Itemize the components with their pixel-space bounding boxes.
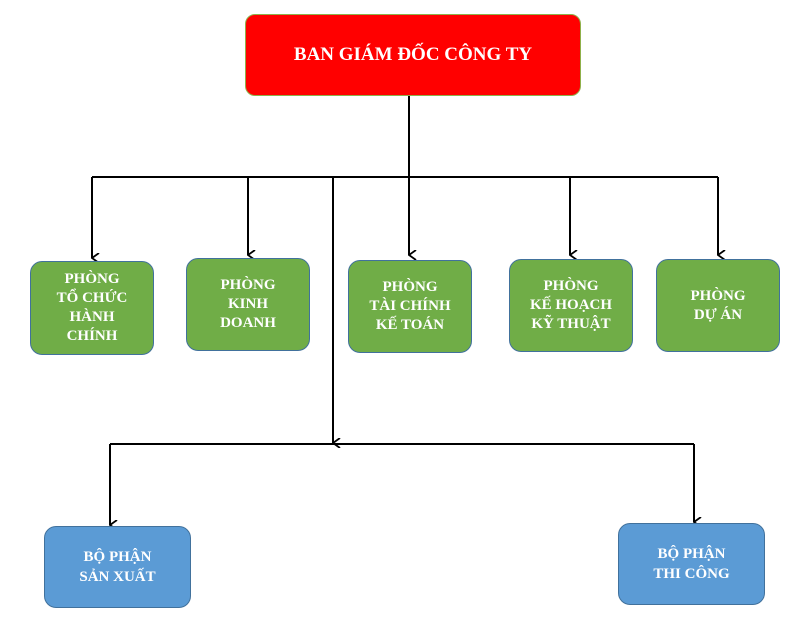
dept-ke-hoach-ky-thuat: PHÒNG KẾ HOẠCH KỸ THUẬT	[509, 259, 633, 352]
unit-san-xuat: BỘ PHẬN SẢN XUẤT	[44, 526, 191, 608]
dept-label-line: DỰ ÁN	[693, 306, 743, 323]
dept-label-line: KINH	[227, 296, 268, 312]
dept-du-an: PHÒNG DỰ ÁN	[656, 259, 780, 352]
dept-label-line: PHÒNG	[690, 287, 746, 304]
dept-tai-chinh-ke-toan: PHÒNG TÀI CHÍNH KẾ TOÁN	[348, 260, 472, 353]
unit-label-line: BỘ PHẬN	[83, 549, 152, 565]
unit-thi-cong: BỘ PHẬN THI CÔNG	[618, 523, 765, 605]
unit-label-line: BỘ PHẬN	[657, 546, 726, 562]
company-board-box: BAN GIÁM ĐỐC CÔNG TY	[245, 14, 581, 96]
dept-label-line: DOANH	[220, 315, 276, 331]
dept-label-line: PHÒNG	[64, 271, 120, 287]
dept-label-line: KẾ HOẠCH	[529, 297, 613, 313]
dept-kinh-doanh: PHÒNG KINH DOANH	[186, 258, 310, 351]
dept-label-line: PHÒNG	[382, 279, 438, 295]
dept-label-line: TỔ CHỨC	[56, 290, 128, 306]
unit-label-line: SẢN XUẤT	[79, 569, 156, 585]
dept-label-line: PHÒNG	[543, 278, 599, 294]
dept-label-line: KỸ THUẬT	[531, 316, 611, 332]
dept-label-line: TÀI CHÍNH	[369, 298, 451, 314]
dept-label-line: CHÍNH	[66, 328, 118, 344]
dept-label-line: PHÒNG	[220, 277, 276, 293]
dept-label-line: HÀNH	[69, 309, 115, 325]
company-board-label: BAN GIÁM ĐỐC CÔNG TY	[293, 44, 533, 65]
dept-label-line: KẾ TOÁN	[375, 317, 445, 333]
unit-label-line: THI CÔNG	[653, 566, 730, 582]
dept-to-chuc-hanh-chinh: PHÒNG TỔ CHỨC HÀNH CHÍNH	[30, 261, 154, 355]
